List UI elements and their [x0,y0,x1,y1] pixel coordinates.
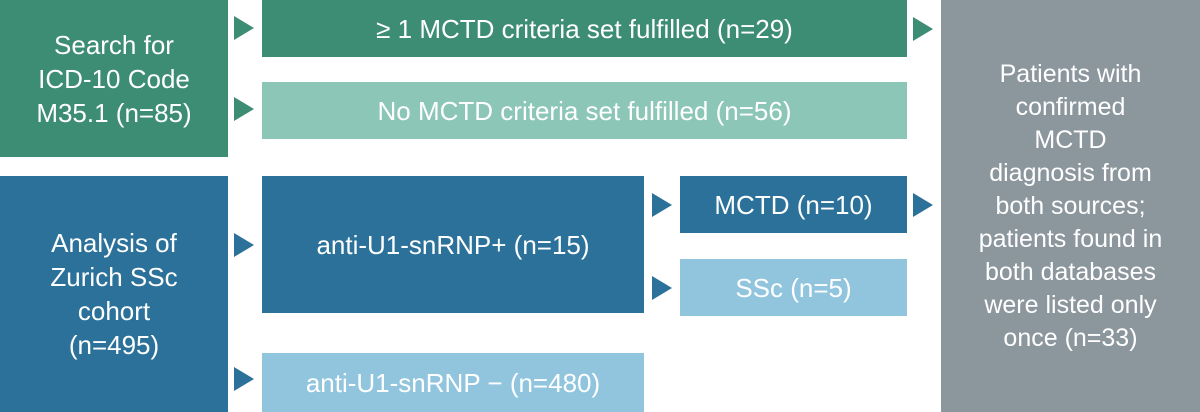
search-icd-text: Search for ICD-10 Code M35.1 (n=85) [36,28,191,130]
result-line-1: Patients with [999,59,1142,88]
arrow-to-anti-positive [234,233,254,257]
arrow-to-fulfilled [234,16,254,40]
result-text: Patients with confirmed MCTD diagnosis f… [979,58,1162,355]
result-line-3: MCTD [1034,125,1107,154]
search-line-2: ICD-10 Code [38,63,190,94]
arrow-to-result-top [913,17,933,41]
cohort-line-3: cohort [77,296,151,326]
arrow-to-ssc [652,276,672,300]
cohort-line-4: (n=495) [68,330,160,360]
arrow-to-result-bottom [913,193,933,217]
result-line-2: confirmed [1015,92,1126,121]
ssc-text: SSc (n=5) [735,272,852,303]
result-box: Patients with confirmed MCTD diagnosis f… [941,0,1200,412]
result-line-6: patients found in [978,224,1163,253]
search-line-3: M35.1 (n=85) [36,97,192,128]
anti-positive-text: anti-U1-snRNP+ (n=15) [316,229,590,260]
arrow-to-mctd [652,193,672,217]
result-line-7: both databases [985,257,1156,286]
ssc-box: SSc (n=5) [680,259,907,316]
arrow-to-not-fulfilled [234,97,254,121]
cohort-box: Analysis of Zurich SSc cohort (n=495) [0,176,228,412]
search-icd-box: Search for ICD-10 Code M35.1 (n=85) [0,0,228,157]
cohort-text: Analysis of Zurich SSc cohort (n=495) [50,226,177,362]
criteria-fulfilled-box: ≥ 1 MCTD criteria set fulfilled (n=29) [262,0,907,57]
mctd-text: MCTD (n=10) [714,189,873,220]
criteria-fulfilled-text: ≥ 1 MCTD criteria set fulfilled (n=29) [376,13,793,44]
result-line-9: once (n=33) [1003,323,1138,352]
arrow-to-anti-negative [234,367,254,391]
search-line-1: Search for [54,29,174,60]
mctd-box: MCTD (n=10) [680,176,907,233]
anti-negative-box: anti-U1-snRNP − (n=480) [262,353,644,412]
result-line-4: diagnosis from [989,158,1152,187]
criteria-not-fulfilled-box: No MCTD criteria set fulfilled (n=56) [262,82,907,139]
result-line-8: were listed only [984,290,1157,319]
anti-negative-text: anti-U1-snRNP − (n=480) [305,367,601,398]
anti-positive-box: anti-U1-snRNP+ (n=15) [262,176,644,313]
criteria-not-fulfilled-text: No MCTD criteria set fulfilled (n=56) [377,95,792,126]
cohort-line-2: Zurich SSc [50,262,178,292]
result-line-5: both sources; [995,191,1146,220]
cohort-line-1: Analysis of [51,228,177,258]
